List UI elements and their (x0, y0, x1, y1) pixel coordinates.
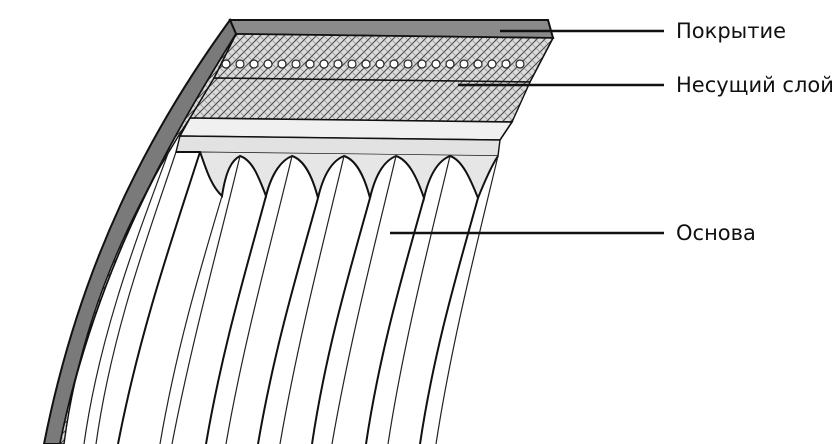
base-ribs (83, 117, 514, 444)
carrier-layer (59, 33, 555, 444)
cover-label: Покрытие (676, 19, 786, 43)
carrier-layer-label: Несущий слой (676, 73, 834, 97)
carrier-cords (221, 59, 525, 69)
base-label: Основа (676, 221, 756, 245)
